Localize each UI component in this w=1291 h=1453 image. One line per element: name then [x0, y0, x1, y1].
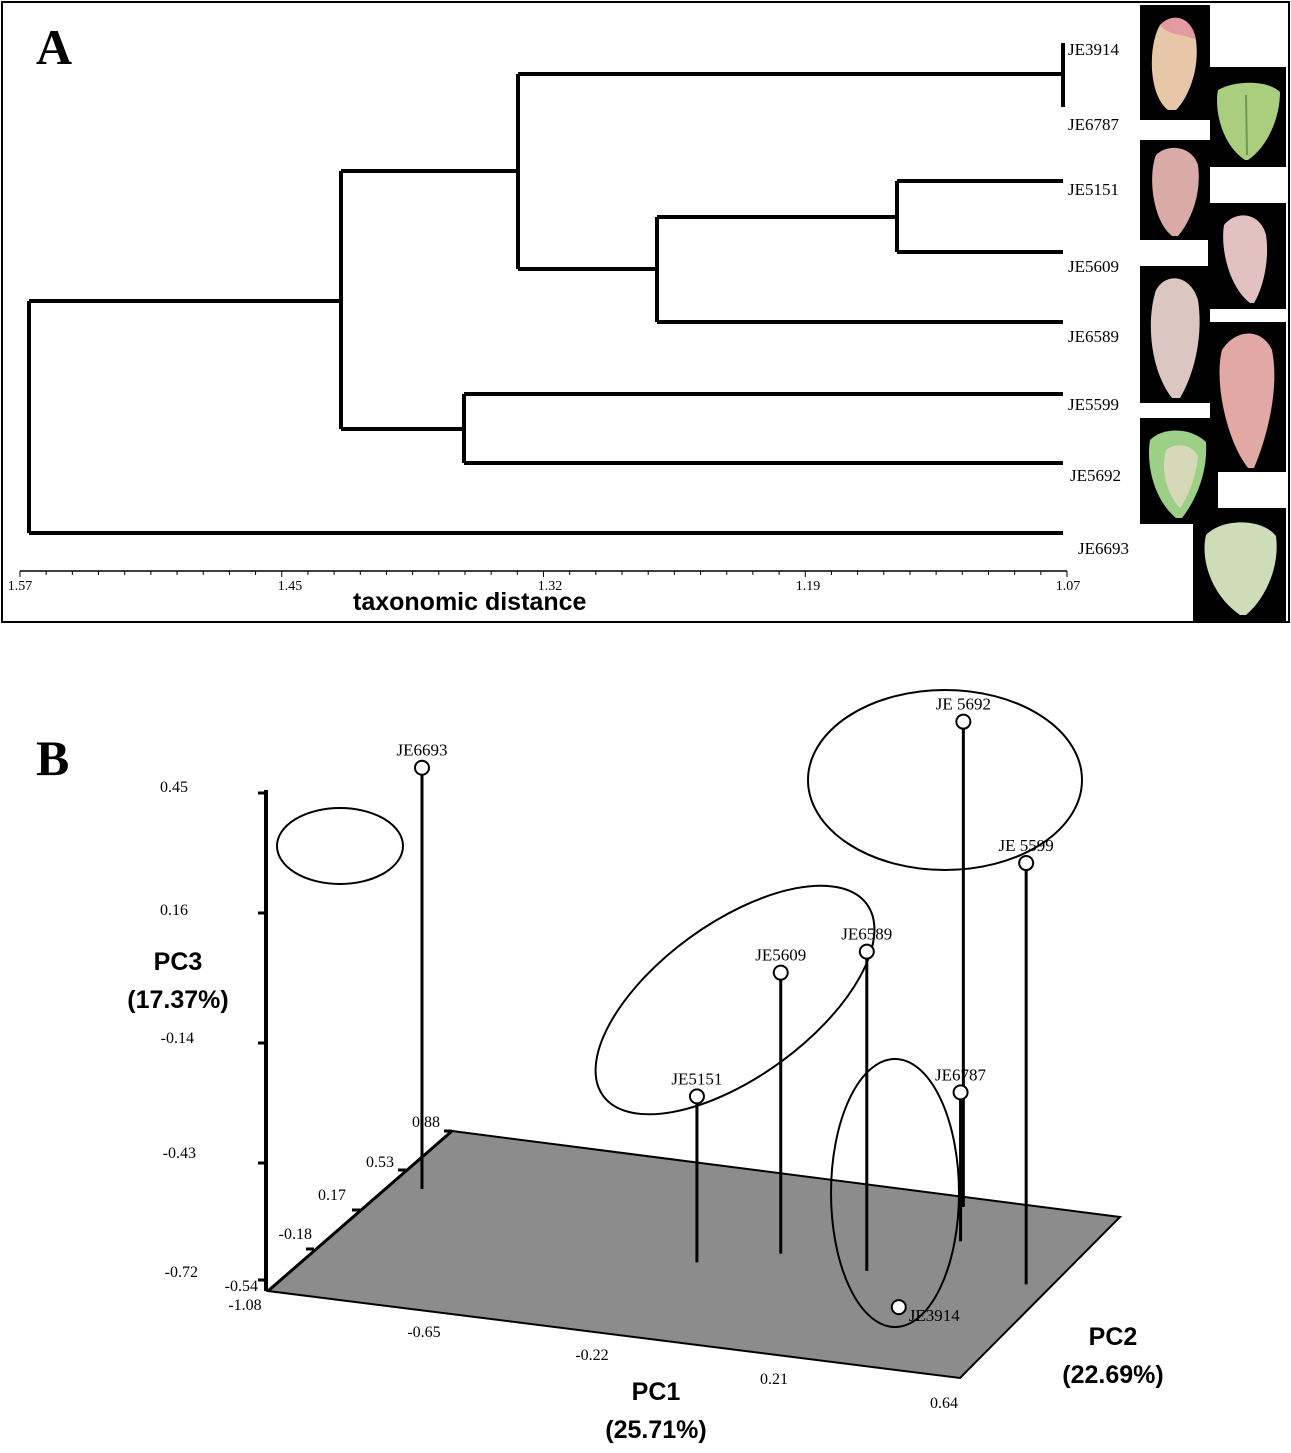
petal-photo-je5151: [1140, 140, 1210, 240]
leaf-label-je5599: JE5599: [1068, 395, 1119, 414]
point-je5692: [955, 713, 972, 730]
pc1-tick-label-2: -0.65: [407, 1324, 440, 1341]
leaf-label-je5692: JE5692: [1070, 466, 1121, 485]
point-je5151: [688, 1088, 705, 1105]
point-label-je3914: JE3914: [909, 1306, 961, 1325]
pc3-axis: 0.45 0.16 -0.14 -0.43 -0.72 PC3 (17.37%): [127, 779, 268, 1291]
pc1-axis-pct: (25.71%): [605, 1416, 706, 1444]
petal-photo-je6787: [1210, 67, 1286, 167]
leaf-label-je5609: JE5609: [1068, 257, 1119, 276]
point-label-je6589: JE6589: [841, 925, 892, 944]
leaf-label-je6693: JE6693: [1078, 539, 1129, 558]
ellipse-je6787-je3914: [830, 1058, 960, 1328]
petal-photo-je5692: [1140, 418, 1218, 524]
pc3-axis-pct: (17.37%): [127, 986, 228, 1014]
point-label-je5151: JE5151: [671, 1069, 722, 1088]
point-label-je5609: JE5609: [755, 946, 806, 965]
distance-tick-1: 1.57: [8, 579, 33, 594]
petal-photos: [1140, 5, 1286, 622]
petal-photo-je6693: [1193, 508, 1286, 622]
pc1-tick-label-1: -1.08: [228, 1297, 261, 1314]
point-label-je5692: JE 5692: [936, 695, 991, 714]
point-label-je5599: JE 5599: [999, 836, 1054, 855]
petal-photo-je5609: [1208, 203, 1286, 309]
distance-axis-minor-ticks: [19, 571, 1068, 577]
point-label-je6693: JE6693: [396, 741, 447, 760]
leaf-label-je3914: JE3914: [1068, 40, 1120, 59]
petal-photo-je5599: [1210, 322, 1286, 472]
pc3-tick-label-3: -0.14: [161, 1030, 194, 1047]
pc2-axis: -0.54 -0.18 0.17 0.53 0.88 PC2 (22.69%): [225, 1114, 1164, 1389]
petal-photo-je3914: [1140, 5, 1210, 120]
pc2-axis-title: PC2: [1089, 1323, 1138, 1351]
point-je6693: [413, 759, 430, 776]
pc2-tick-label-1: -0.54: [225, 1278, 258, 1295]
ellipse-je5151-je5609-je6589: [594, 884, 876, 1116]
distance-tick-3: 1.32: [538, 579, 563, 594]
pc2-tick-label-5: 0.88: [412, 1114, 440, 1131]
distance-tick-2: 1.45: [278, 579, 303, 594]
pc3-tick-label-1: 0.45: [160, 779, 188, 796]
pc3-tick-label-5: -0.72: [165, 1264, 198, 1281]
point-je3914: [890, 1299, 907, 1316]
pc1-axis: -1.08 -0.65 -0.22 0.21 0.64 PC1 (25.71%): [228, 1297, 958, 1444]
dendrogram-branches: [27, 43, 1065, 535]
distance-axis: 1.57 1.45 1.32 1.19 1.07 taxonomic dista…: [8, 570, 1081, 616]
leaf-label-je5151: JE5151: [1068, 180, 1119, 199]
point-je5609: [772, 964, 789, 981]
pc1-tick-label-5: 0.64: [930, 1395, 958, 1412]
point-je6787: [952, 1084, 969, 1101]
distance-axis-title: taxonomic distance: [353, 588, 586, 616]
distance-tick-4: 1.19: [796, 579, 821, 594]
pc2-tick-label-2: -0.18: [279, 1226, 312, 1243]
dendrogram-leaf-labels: JE3914 JE6787 JE5151 JE5609 JE6589 JE559…: [1068, 40, 1129, 558]
distance-tick-5: 1.07: [1056, 579, 1081, 594]
pc3-tick-label-2: 0.16: [160, 902, 188, 919]
panel-a-letter: A: [36, 19, 72, 75]
panel-a-frame: [1, 1, 1290, 623]
panel-b-letter: B: [36, 730, 69, 786]
leaf-label-je6589: JE6589: [1068, 327, 1119, 346]
pc3-axis-title: PC3: [154, 948, 203, 976]
pc1-axis-title: PC1: [632, 1378, 681, 1406]
pc2-axis-pct: (22.69%): [1062, 1361, 1163, 1389]
petal-photo-je6589: [1140, 266, 1210, 403]
pc1-tick-label-3: -0.22: [575, 1347, 608, 1364]
leaf-label-je6787: JE6787: [1068, 115, 1120, 134]
panel-b: B 0.45 0.16 -0.14 -0.43 -0.72 PC3 (17.37…: [36, 689, 1164, 1444]
pc3-tick-label-4: -0.43: [163, 1145, 196, 1162]
pc1-pc2-plane: [265, 1129, 1123, 1380]
pc2-tick-label-4: 0.53: [366, 1154, 394, 1171]
point-je5599: [1018, 855, 1035, 872]
panel-a: A JE3914 JE6787 JE5151: [1, 1, 1290, 623]
pc1-tick-label-4: 0.21: [760, 1371, 788, 1388]
point-je6589: [858, 943, 875, 960]
ellipse-je6693: [276, 807, 404, 885]
point-label-je6787: JE6787: [935, 1065, 987, 1084]
ellipse-je5692-je5599: [807, 689, 1083, 871]
pc2-tick-label-3: 0.17: [318, 1187, 346, 1204]
